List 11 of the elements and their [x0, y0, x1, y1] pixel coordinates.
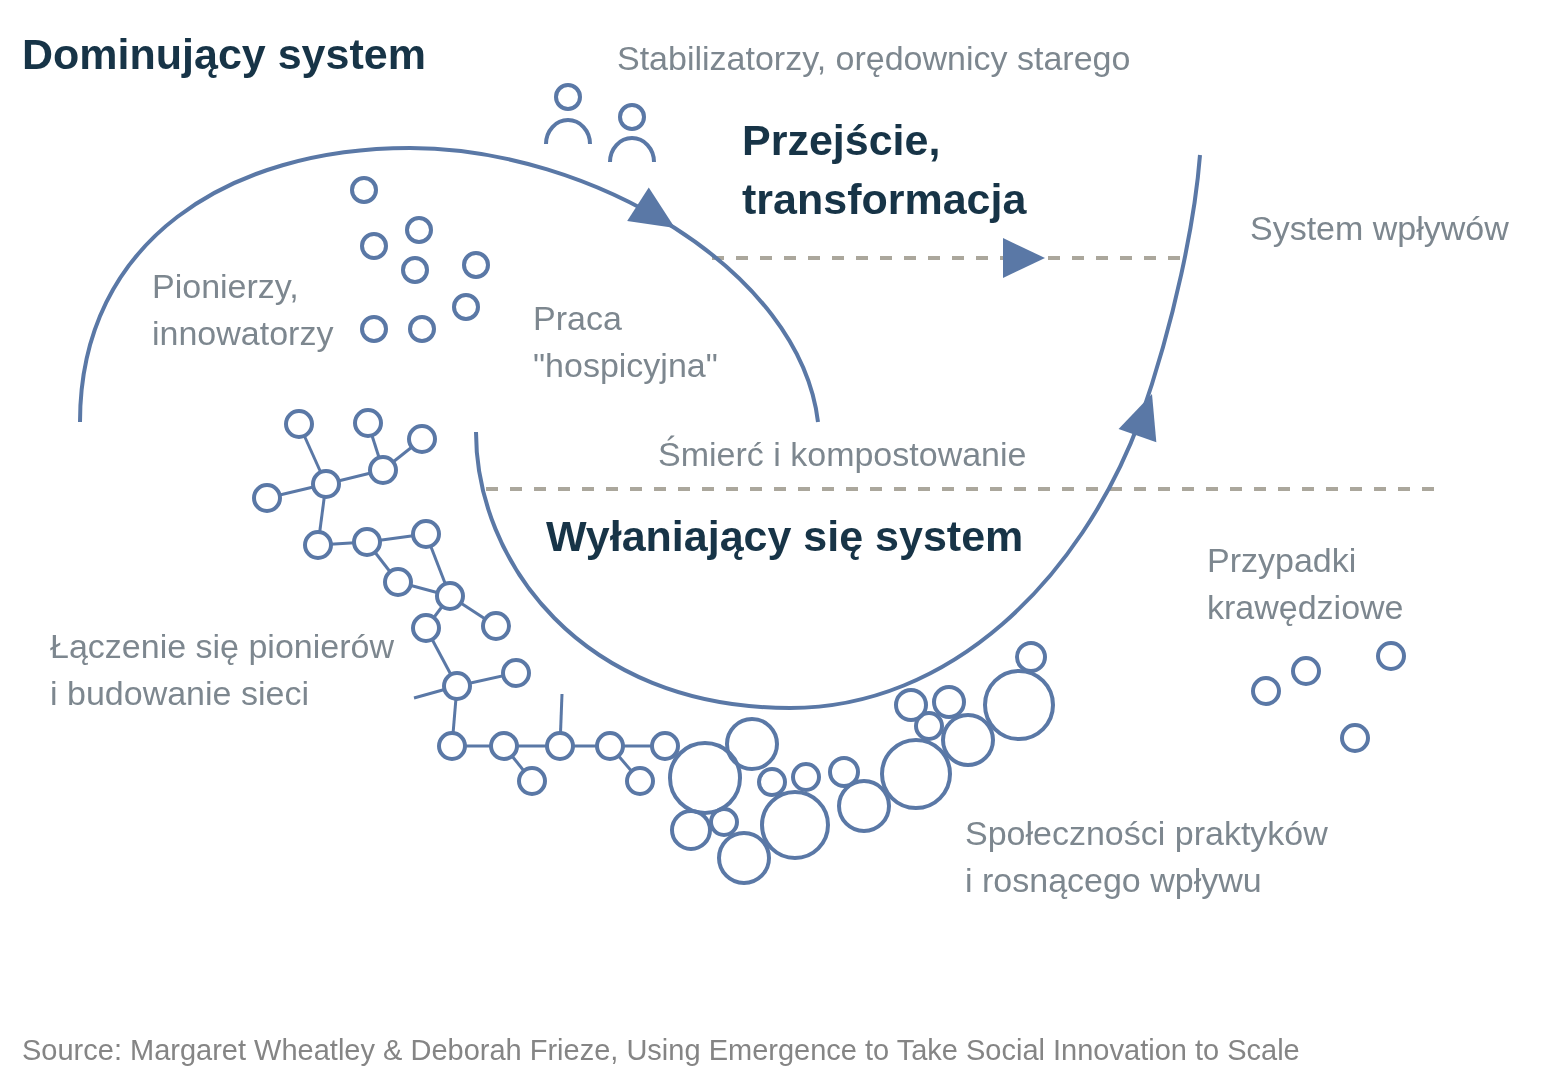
annotation-label: System wpływów [1250, 208, 1509, 249]
section-heading: Przejście, transformacja [742, 115, 1028, 225]
annotation-label: Stabilizatorzy, orędownicy starego [617, 38, 1131, 79]
annotation-label: Przypadki krawędziowe [1207, 540, 1405, 628]
section-heading: Wyłaniający się system [546, 511, 1024, 561]
annotation-label: Pionierzy, innowatorzy [152, 266, 335, 354]
annotation-label: Praca "hospicyjna" [533, 298, 719, 386]
annotation-label: Śmierć i kompostowanie [658, 434, 1027, 475]
source-caption: Source: Margaret Wheatley & Deborah Frieze, Using Emergence to Take Social Innovation to Scale [22, 1033, 1300, 1067]
section-heading: Dominujący system [22, 29, 426, 79]
annotation-label: Społeczności praktyków i rosnącego wpływu [965, 813, 1329, 901]
